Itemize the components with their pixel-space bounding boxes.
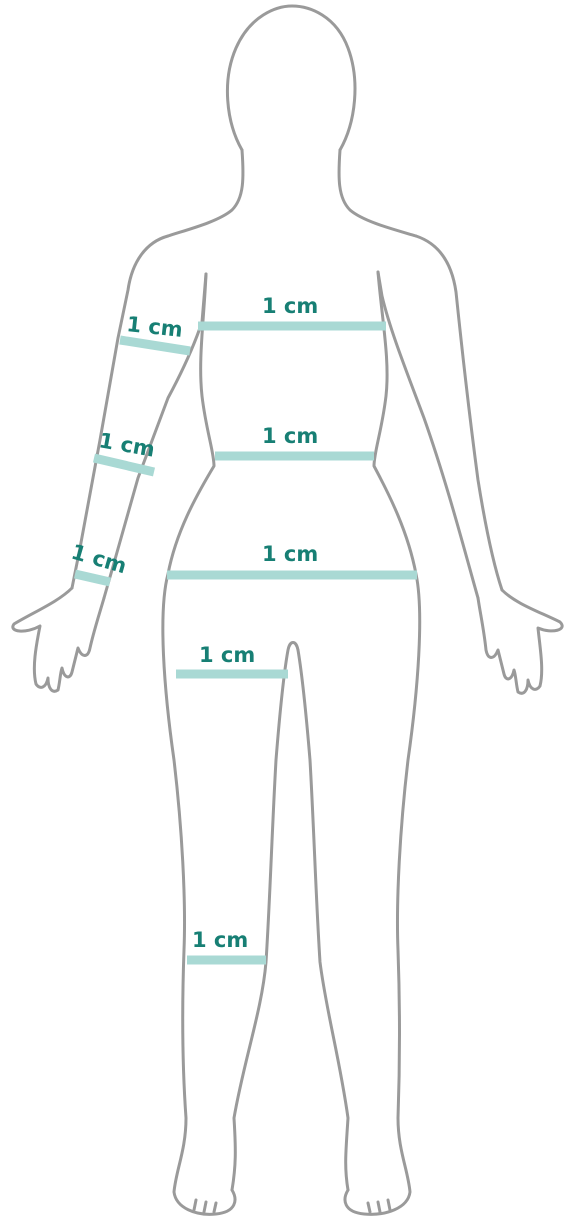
band-wrist xyxy=(75,574,110,582)
right-torso-leg-outline xyxy=(345,272,420,1214)
right-arm-inner-outline xyxy=(378,272,478,598)
measurement-labels: 1 cm 1 cm 1 cm 1 cm 1 cm 1 cm 1 cm 1 cm xyxy=(69,294,319,952)
right-inner-leg-outline xyxy=(298,650,348,1190)
left-arm-outer-outline xyxy=(72,236,168,588)
left-hand-outline xyxy=(13,588,104,691)
label-chest: 1 cm xyxy=(262,294,318,318)
head-outline xyxy=(227,6,355,150)
left-foot-toes xyxy=(194,1200,216,1212)
left-torso-leg-outline xyxy=(163,274,235,1214)
neck-right-outline xyxy=(339,150,416,236)
label-upper-arm: 1 cm xyxy=(125,312,183,342)
label-thigh: 1 cm xyxy=(199,643,255,667)
label-waist: 1 cm xyxy=(262,424,318,448)
right-arm-outer-outline xyxy=(416,236,502,590)
left-inner-leg-outline xyxy=(232,643,298,1191)
label-calf: 1 cm xyxy=(192,928,248,952)
body-silhouette xyxy=(13,6,562,1214)
right-foot-toes xyxy=(368,1200,390,1212)
right-hand-outline xyxy=(478,590,562,693)
label-hips: 1 cm xyxy=(262,542,318,566)
neck-left-outline xyxy=(168,150,243,236)
